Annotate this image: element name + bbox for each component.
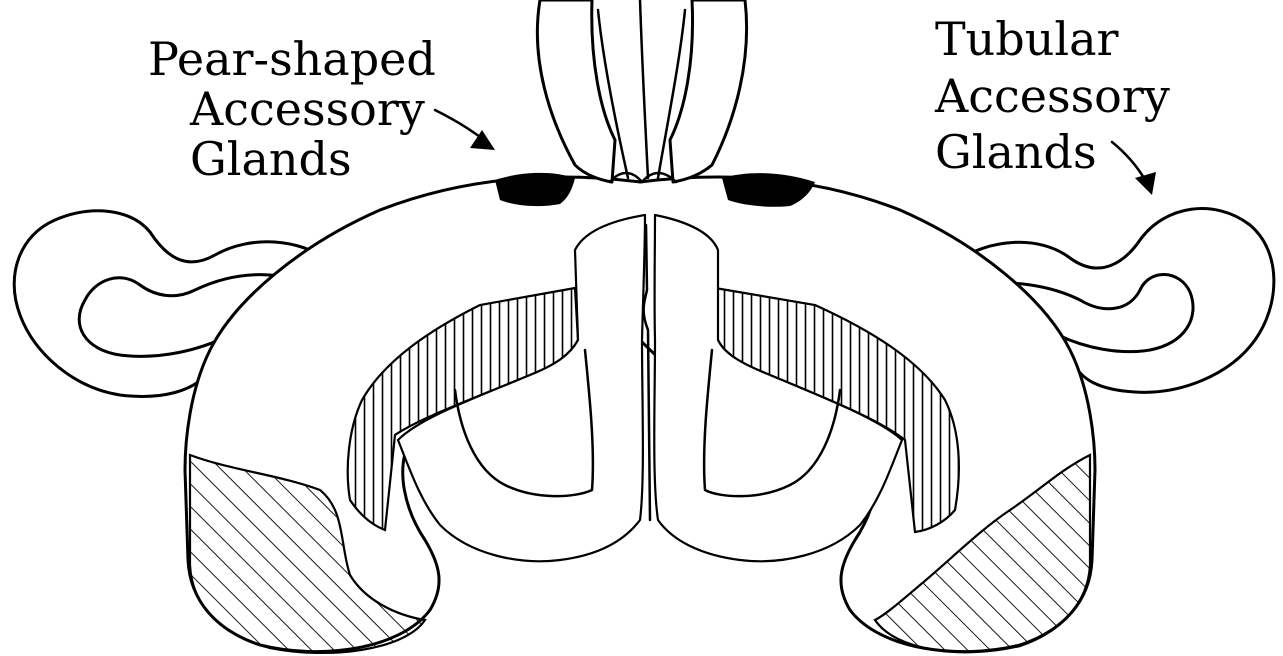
left-arrow-icon [435, 110, 495, 150]
right-arrow-icon [1112, 142, 1156, 195]
left-label-line-2: Accessory [189, 82, 425, 136]
right-label-line-2: Accessory [934, 69, 1170, 123]
right-label-line-1: Tubular [935, 12, 1119, 66]
central-duct-left [537, 0, 615, 182]
central-duct-inner-mid [640, 0, 648, 178]
left-label-line-3: Glands [190, 132, 352, 186]
central-duct-right [670, 0, 747, 182]
left-label-line-1: Pear-shaped [148, 32, 436, 86]
left-pear-gland [495, 173, 575, 206]
right-label-line-3: Glands [935, 125, 1097, 179]
